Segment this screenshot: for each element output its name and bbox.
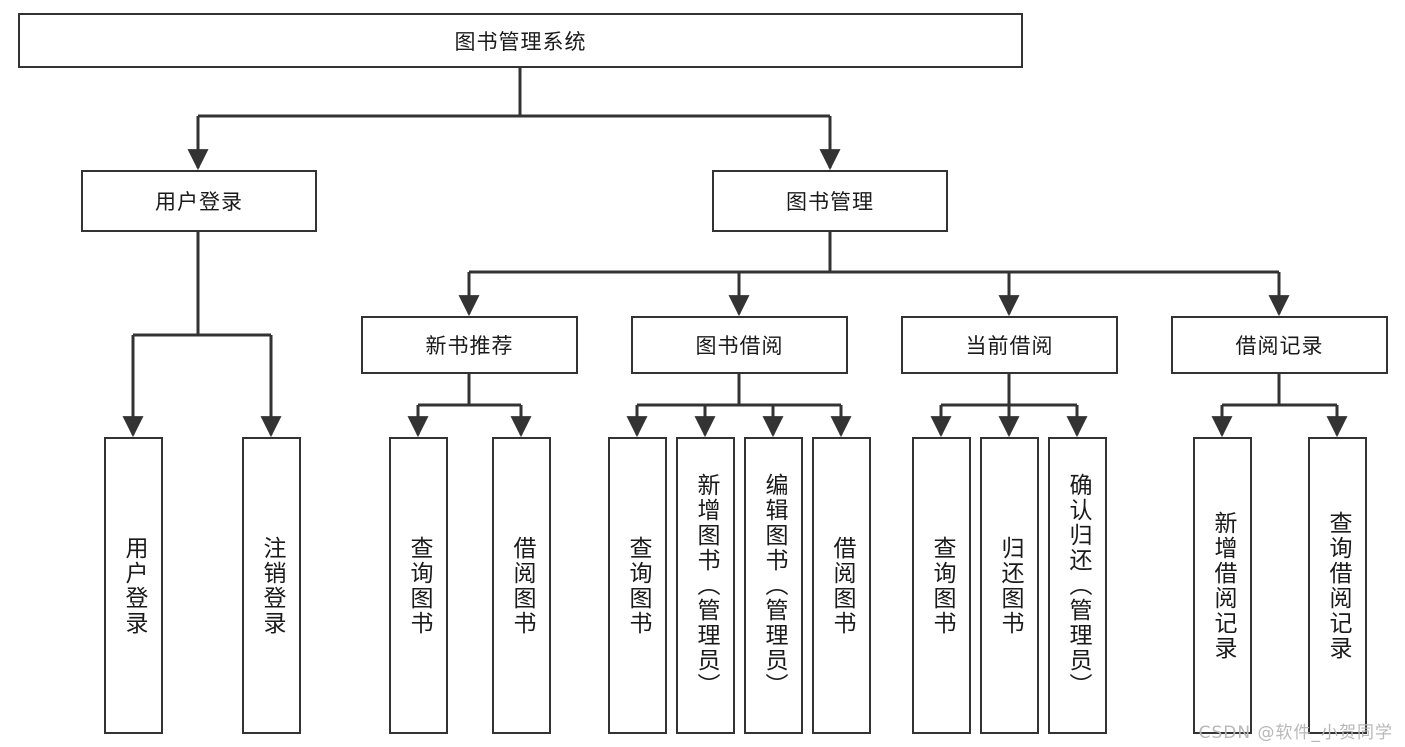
- leaf-newbook-query-book[interactable]: 查询图书: [389, 437, 448, 734]
- leaf-newbook-query-book-label: 查询图书: [406, 535, 432, 636]
- leaf-record-query-label: 查询借阅记录: [1325, 510, 1351, 661]
- leaf-user-login[interactable]: 用户登录: [104, 437, 163, 734]
- leaf-current-confirm-return-label: 确认归还（管理员）: [1065, 473, 1091, 698]
- leaf-borrow-borrow-book-label: 借阅图书: [829, 535, 855, 636]
- node-new-book-recommend[interactable]: 新书推荐: [361, 316, 578, 374]
- leaf-record-query[interactable]: 查询借阅记录: [1308, 437, 1367, 734]
- leaf-current-query-book[interactable]: 查询图书: [912, 437, 971, 734]
- node-root[interactable]: 图书管理系统: [18, 13, 1023, 68]
- leaf-record-add-label: 新增借阅记录: [1210, 510, 1236, 661]
- leaf-borrow-edit-book[interactable]: 编辑图书（管理员）: [744, 437, 803, 734]
- leaf-borrow-edit-book-label: 编辑图书（管理员）: [761, 473, 787, 698]
- leaf-user-login-label: 用户登录: [121, 535, 147, 636]
- leaf-borrow-add-book[interactable]: 新增图书（管理员）: [676, 437, 735, 734]
- node-borrow-record-label: 借阅记录: [1235, 334, 1324, 358]
- node-book-manage-label: 图书管理: [786, 190, 874, 214]
- leaf-current-return-book-label: 归还图书: [997, 535, 1023, 636]
- node-current-borrow[interactable]: 当前借阅: [901, 316, 1118, 374]
- leaf-borrow-query-book-label: 查询图书: [625, 535, 651, 636]
- leaf-borrow-add-book-label: 新增图书（管理员）: [693, 473, 719, 698]
- leaf-newbook-borrow-book[interactable]: 借阅图书: [492, 437, 551, 734]
- leaf-newbook-borrow-book-label: 借阅图书: [509, 535, 535, 636]
- node-book-borrow-label: 图书借阅: [695, 334, 784, 358]
- leaf-logout-label: 注销登录: [259, 535, 285, 636]
- node-root-label: 图书管理系统: [454, 29, 587, 54]
- node-user-login[interactable]: 用户登录: [81, 170, 317, 232]
- node-borrow-record[interactable]: 借阅记录: [1171, 316, 1388, 374]
- leaf-current-query-book-label: 查询图书: [929, 535, 955, 636]
- node-current-borrow-label: 当前借阅: [965, 334, 1054, 358]
- leaf-current-confirm-return[interactable]: 确认归还（管理员）: [1048, 437, 1107, 734]
- node-new-book-recommend-label: 新书推荐: [425, 334, 514, 358]
- leaf-current-return-book[interactable]: 归还图书: [980, 437, 1039, 734]
- leaf-logout[interactable]: 注销登录: [242, 437, 301, 734]
- leaf-record-add[interactable]: 新增借阅记录: [1193, 437, 1252, 734]
- node-user-login-label: 用户登录: [155, 190, 243, 214]
- node-book-borrow[interactable]: 图书借阅: [631, 316, 848, 374]
- leaf-borrow-borrow-book[interactable]: 借阅图书: [812, 437, 871, 734]
- watermark: CSDN @软件_小贺同学: [1198, 723, 1393, 743]
- leaf-borrow-query-book[interactable]: 查询图书: [608, 437, 667, 734]
- node-book-manage[interactable]: 图书管理: [712, 170, 948, 232]
